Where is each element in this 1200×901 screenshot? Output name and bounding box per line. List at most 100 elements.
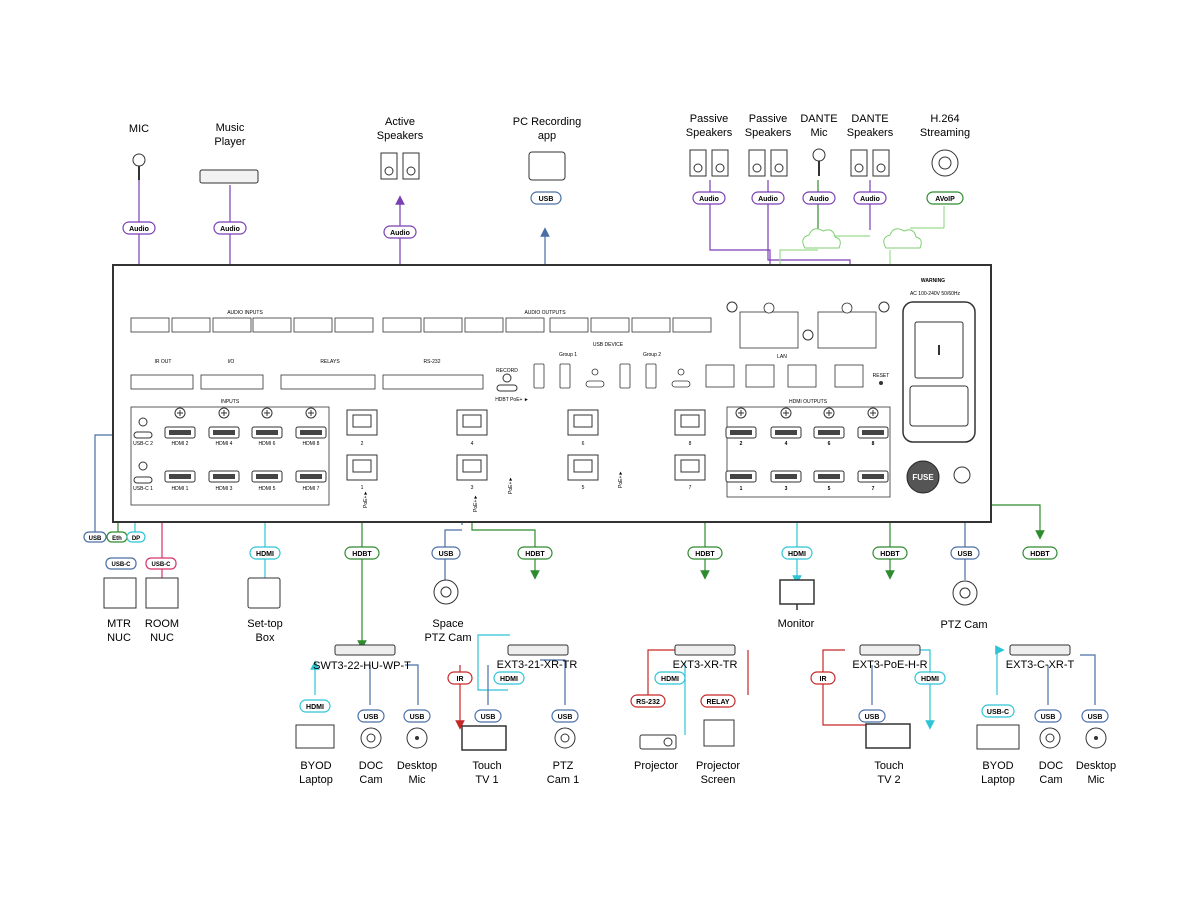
hdbt-port-label: 4: [471, 441, 474, 447]
dantemic-label-1: DANTE: [800, 113, 837, 125]
line-ext21-hdmi: [477, 634, 510, 691]
hdbt-pill-text: HDBT: [695, 551, 715, 558]
hdbt-ports: [346, 409, 706, 481]
hdbt-pill-text: HDBT: [352, 551, 372, 558]
hdmi-in-label: HDMI 7: [303, 486, 320, 492]
spacecam-label-1: Space: [432, 618, 463, 630]
music-player-device: Music Player Audio: [199, 122, 259, 235]
group1-label: Group 1: [559, 352, 577, 358]
byod2-label-2: Laptop: [981, 774, 1015, 786]
record-usbc-port: [496, 384, 518, 392]
ptzcam-label: PTZ Cam: [940, 619, 987, 631]
hdmi-in-label: HDMI 3: [216, 486, 233, 492]
spacecam-pill-text: USB: [439, 551, 454, 558]
usb-device-label: USB DEVICE: [593, 342, 624, 348]
h264-label-1: H.264: [930, 113, 959, 125]
hdmi-in-top-row: [164, 407, 327, 439]
ext21-label: EXT3-21-XR-TR: [497, 659, 578, 671]
hdbt-port-label: 5: [582, 485, 585, 491]
record-port: [502, 373, 512, 383]
stream-icon: [931, 149, 959, 177]
rs232-label: RS-232: [424, 359, 441, 365]
dantespk-audio-pill: [853, 191, 887, 205]
screw-icons: [726, 301, 890, 341]
lan-ports: [705, 364, 864, 388]
hdmi-output-ports: [725, 407, 889, 483]
ptz1-usb-pill: [551, 709, 579, 723]
hdmi-p-pill-text: HDMI: [661, 676, 679, 683]
h264-label-2: Streaming: [920, 127, 970, 139]
bottom-devices: HDMI BYOD Laptop USB DOC Cam USB Desktop…: [295, 671, 1116, 786]
hdbt-port-label: 7: [689, 485, 692, 491]
laptop-icon: [295, 724, 335, 749]
hdbt-pill: [517, 546, 553, 560]
ptzcam-pill-text: USB: [958, 551, 973, 558]
doc1-label-1: DOC: [359, 760, 384, 772]
hdbt-port-icon: [456, 409, 488, 436]
line-extpoe-ir: [822, 649, 868, 726]
hdbt-port-label: 2: [361, 441, 364, 447]
dmic2-label-1: Desktop: [1076, 760, 1116, 772]
ac-label: AC 100-240V 50/60Hz: [910, 291, 961, 297]
dp-pill-text: DP: [132, 536, 140, 542]
settop-pill-text: HDMI: [256, 551, 274, 558]
hdbt-port-icon: [674, 454, 706, 481]
mtr-label-1: MTR: [107, 618, 131, 630]
settop-box-icon: [247, 577, 281, 609]
monitor-pill-text: HDMI: [788, 551, 806, 558]
pc-icon: [528, 151, 566, 181]
mtr-nuc-icon: [103, 577, 137, 609]
relays-label: RELAYS: [320, 359, 340, 365]
h264-avoip-pill: [926, 191, 964, 205]
monitor-icon: [779, 579, 815, 605]
music-audio-pill: [213, 221, 247, 235]
doc1-label-2: Cam: [359, 774, 382, 786]
lan-label: LAN: [777, 354, 787, 360]
hdbt-port-label: 6: [582, 441, 585, 447]
dantemic-pill-text: Audio: [809, 196, 829, 203]
monitor-label: Monitor: [778, 618, 815, 630]
relay-pill-text: RELAY: [706, 699, 729, 706]
mtr-usbc-pill: [105, 557, 137, 570]
eth-pill-text: Eth: [112, 536, 122, 542]
io-label: I/O: [228, 359, 235, 365]
mic-label: MIC: [129, 123, 149, 135]
dantespk-label-1: DANTE: [851, 113, 888, 125]
mtr-label-2: NUC: [107, 632, 131, 644]
usbc1-label: USB-C 1: [133, 486, 153, 492]
audio-outputs-label: AUDIO OUTPUTS: [524, 310, 566, 316]
ext21-extender: EXT3-21-XR-TR: [497, 644, 578, 671]
extc-label: EXT3-C-XR-T: [1006, 659, 1075, 671]
swt3-extender: SWT3-22-HU-WP-T: [313, 644, 411, 672]
pc-recording-device: PC Recording app USB: [513, 116, 581, 205]
dante-speakers-device: DANTE Speakers Audio: [847, 113, 894, 205]
room-label-1: ROOM: [145, 618, 179, 630]
active-audio-pill: [383, 225, 417, 239]
touch-tv-icon: [461, 725, 507, 751]
hdbt-pill-text: HDBT: [525, 551, 545, 558]
line-spacecam: [444, 529, 462, 580]
byod2-pill-text: USB-C: [987, 709, 1009, 716]
line-extxr-rs232: [647, 649, 675, 695]
reset-button[interactable]: [879, 381, 883, 385]
active-speakers-device: Active Speakers Audio: [377, 116, 424, 239]
inputs-frame: [130, 406, 330, 506]
hdmi-in-label: HDMI 6: [259, 441, 276, 447]
passive1-label-2: Speakers: [686, 127, 733, 139]
hdbt-port-icon: [674, 409, 706, 436]
doc2-label-2: Cam: [1039, 774, 1062, 786]
fuse-icon: [906, 460, 940, 494]
pcrec-label-2: app: [538, 130, 556, 142]
ground-icon: [953, 466, 971, 484]
hdmi-t1-pill-text: HDMI: [500, 676, 518, 683]
projector-screen-icon: [703, 719, 735, 747]
mic-icon: [132, 153, 146, 167]
hdmi-in-label: HDMI 5: [259, 486, 276, 492]
touch1-usb-pill: [474, 709, 502, 723]
hdmi-outputs-frame: [726, 406, 891, 498]
dmic2-label-2: Mic: [1087, 774, 1105, 786]
usbc2-label: USB-C 2: [133, 441, 153, 447]
proj-pill-text: RS-232: [636, 699, 660, 706]
ext3xr-extender: EXT3-XR-TR: [673, 644, 737, 671]
extpoe-label: EXT3-PoE-H-R: [852, 659, 927, 671]
